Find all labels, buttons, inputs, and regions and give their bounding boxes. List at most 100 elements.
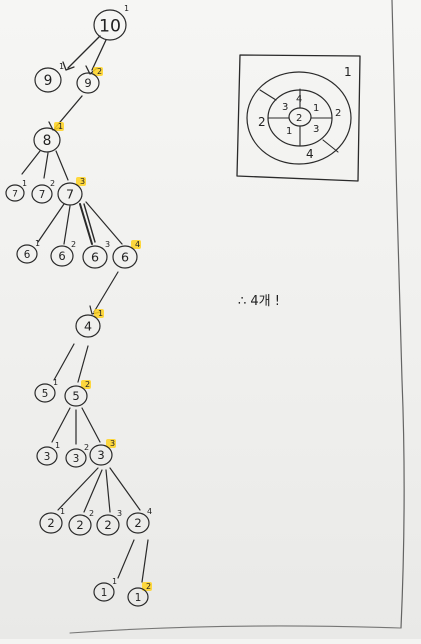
tree-node: 64 — [112, 240, 141, 269]
tree-edge — [109, 467, 141, 511]
highlight-mark — [54, 122, 64, 131]
highlight-mark — [94, 309, 104, 318]
node-label: 3 — [44, 451, 51, 463]
tree-edge — [57, 467, 99, 511]
tree-node: 72 — [31, 179, 55, 204]
divider — [322, 139, 339, 153]
tree-node: 32 — [65, 443, 89, 468]
sketch-region-label: 3 — [282, 102, 288, 113]
node-label: 2 — [47, 516, 54, 530]
node-label: 9 — [44, 73, 53, 89]
node-mark: 3 — [80, 177, 85, 186]
node-label: 9 — [84, 76, 91, 90]
node-circle — [93, 582, 115, 602]
tree-node: 91 — [34, 62, 64, 93]
node-label: 6 — [58, 249, 65, 263]
node-circle — [96, 514, 120, 536]
node-circle — [50, 245, 74, 267]
tree-node: 33 — [89, 439, 116, 466]
sketch-region-label: 2 — [258, 115, 266, 129]
highlight-mark — [93, 67, 103, 76]
node-label: 4 — [84, 319, 92, 334]
highlight-mark — [106, 439, 116, 448]
node-mark: 2 — [84, 443, 89, 452]
tree-edge — [43, 152, 49, 179]
tree-edge — [55, 150, 69, 181]
tree-node: 73 — [57, 177, 86, 206]
tree-edge — [85, 201, 123, 245]
node-circle — [126, 512, 150, 534]
node-mark: 2 — [146, 582, 151, 591]
node-label: 7 — [66, 187, 74, 202]
tree-edge — [81, 407, 101, 443]
highlight-mark — [131, 240, 141, 249]
node-circle — [82, 245, 108, 269]
ring-sketch: 1 4 3 1 2 2 1 3 2 4 — [236, 54, 361, 182]
node-label: 5 — [42, 388, 49, 400]
node-circle — [36, 446, 58, 466]
sketch-region-label: 2 — [296, 113, 302, 124]
tree-edge — [105, 469, 111, 513]
node-label: 7 — [12, 188, 18, 199]
divider — [259, 89, 277, 101]
node-circle — [39, 512, 63, 534]
node-label: 6 — [91, 250, 99, 265]
tree-node: 52 — [64, 380, 91, 407]
node-mark: 1 — [58, 122, 63, 131]
tree-nodes: 1019192817172736162636441515231323321222… — [5, 4, 152, 607]
outer-square — [236, 54, 361, 182]
node-circle — [127, 587, 149, 607]
node-mark: 1 — [59, 62, 64, 71]
highlight-mark — [142, 582, 152, 591]
tree-edge — [141, 539, 149, 583]
node-circle — [64, 385, 88, 407]
tree-edge — [91, 39, 107, 71]
highlight-mark — [76, 177, 86, 186]
node-label: 6 — [24, 249, 31, 261]
tree-edge — [63, 205, 71, 245]
node-mark: 2 — [97, 67, 102, 76]
node-label: 7 — [39, 189, 46, 201]
tree-node: 92 — [76, 67, 103, 94]
node-mark: 1 — [35, 239, 40, 248]
node-label: 3 — [73, 453, 80, 465]
node-mark: 2 — [50, 179, 55, 188]
conclusion-note: ∴ 4개 ! — [238, 294, 280, 309]
node-circle — [93, 9, 127, 41]
node-circle — [89, 444, 113, 466]
sketch-region-label: 3 — [313, 124, 319, 135]
node-mark: 1 — [98, 309, 103, 318]
recursion-tree: 1019192817172736162636441515231323321222… — [5, 4, 152, 607]
tree-node: 81 — [33, 122, 64, 153]
node-label: 5 — [72, 389, 79, 403]
node-mark: 3 — [105, 240, 110, 249]
tree-edge — [117, 539, 135, 579]
tree-node: 11 — [93, 577, 117, 602]
tree-edges — [21, 35, 149, 583]
node-mark: 4 — [135, 240, 140, 249]
tree-node: 24 — [126, 507, 152, 534]
node-circle — [31, 184, 53, 204]
tree-node: 12 — [127, 582, 152, 607]
tree-node: 51 — [34, 378, 58, 403]
sketch-region-label: 2 — [335, 108, 341, 119]
tree-node: 62 — [50, 240, 76, 267]
sketch-corner-mark: 1 — [344, 65, 352, 79]
tree-edge — [83, 469, 103, 513]
tree-edge — [37, 203, 65, 243]
node-label: 1 — [101, 587, 108, 599]
node-label: 1 — [135, 592, 142, 604]
node-circle — [33, 127, 61, 153]
node-label: 8 — [43, 133, 52, 149]
node-circle — [5, 184, 25, 202]
tree-edge — [51, 407, 71, 443]
node-circle — [34, 383, 56, 403]
node-label: 2 — [76, 518, 83, 532]
tree-edge — [79, 203, 93, 245]
node-mark: 1 — [60, 507, 65, 516]
node-label: 2 — [134, 516, 141, 530]
highlight-mark — [81, 380, 91, 389]
node-mark: 2 — [89, 509, 94, 518]
